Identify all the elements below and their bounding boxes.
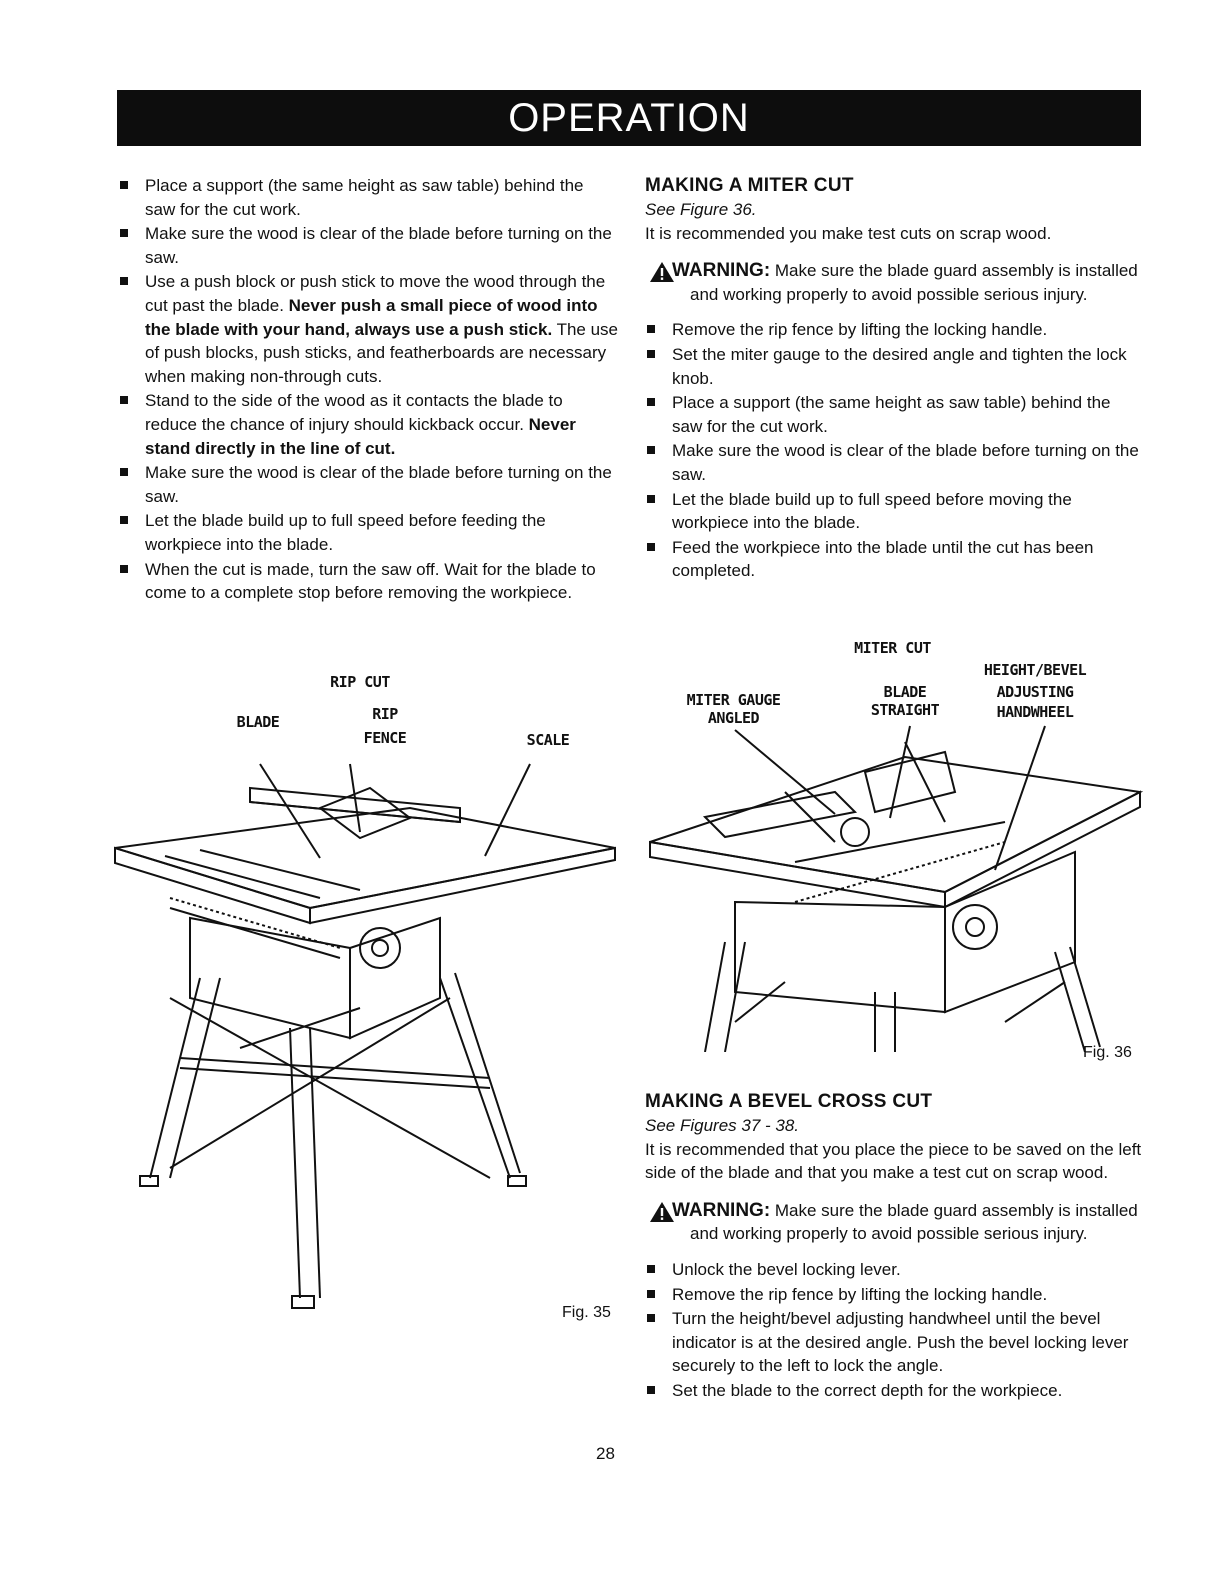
miter-warning: WARNING: Make sure the blade guard assem… <box>645 259 1145 306</box>
bevel-warning-text: Make sure the blade guard assembly is in… <box>690 1200 1138 1244</box>
fig35-label-scale: SCALE <box>526 731 570 749</box>
bevel-section-title: MAKING A BEVEL CROSS CUT <box>645 1091 933 1112</box>
miter-warning-text: Make sure the blade guard assembly is in… <box>690 261 1138 304</box>
fig36-label-height-bevel: HEIGHT/BEVEL <box>983 661 1087 679</box>
left-column: Place a support (the same height as saw … <box>118 174 618 606</box>
bevel-warning-label: WARNING: <box>672 1199 771 1221</box>
right-column: MAKING A MITER CUT See Figure 36. It is … <box>645 174 1145 584</box>
fig36-label-blade: BLADE <box>883 683 927 701</box>
warning-triangle-icon <box>650 1201 674 1222</box>
bevel-bullet-list: Unlock the bevel locking lever.Remove th… <box>645 1258 1145 1403</box>
bevel-section: MAKING A BEVEL CROSS CUT See Figures 37 … <box>645 1090 1145 1404</box>
bullet-text: Stand to the side of the wood as it cont… <box>145 391 563 434</box>
bullet-text: Use a push block or push stick to move t… <box>145 272 606 315</box>
left-bullet-item: Let the blade build up to full speed bef… <box>118 509 618 556</box>
fig35-title: RIP CUT <box>330 673 390 691</box>
left-bullet-item: Place a support (the same height as saw … <box>118 174 618 221</box>
fig36-number: Fig. 36 <box>1083 1044 1132 1061</box>
bevel-see-figures: See Figures 37 - 38. <box>645 1116 800 1135</box>
fig36-label-angled: ANGLED <box>707 709 760 727</box>
warning-triangle-icon <box>650 262 674 283</box>
fig35-label-blade: BLADE <box>236 713 280 731</box>
bullet-text: Make sure the wood is clear of the blade… <box>145 224 612 267</box>
miter-bullet-item: Place a support (the same height as saw … <box>645 391 1145 438</box>
fig35-number: Fig. 35 <box>562 1304 611 1321</box>
miter-see-figure: See Figure 36. <box>645 200 757 219</box>
miter-bullet-item: Make sure the wood is clear of the blade… <box>645 439 1145 486</box>
fig35-label-rip: RIP <box>372 705 398 723</box>
left-bullet-item: When the cut is made, turn the saw off. … <box>118 558 618 605</box>
bold-emphasis-text: Never push a small piece of wood into th… <box>145 295 598 339</box>
fig36-label-miter-gauge: MITER GAUGE <box>686 691 781 709</box>
bullet-text: Let the blade build up to full speed bef… <box>145 511 546 554</box>
fig35-rip-cut-illustration <box>114 763 616 1309</box>
miter-section-title: MAKING A MITER CUT <box>645 175 854 196</box>
bevel-bullet-item: Remove the rip fence by lifting the lock… <box>645 1283 1145 1307</box>
left-bullet-item: Use a push block or push stick to move t… <box>118 270 618 388</box>
page-number: 28 <box>596 1444 615 1463</box>
fig36-label-handwheel: HANDWHEEL <box>996 703 1074 721</box>
bullet-text: Make sure the wood is clear of the blade… <box>145 463 612 506</box>
miter-bullet-item: Remove the rip fence by lifting the lock… <box>645 318 1145 342</box>
bevel-bullet-item: Set the blade to the correct depth for t… <box>645 1379 1145 1403</box>
miter-bullet-item: Let the blade build up to full speed bef… <box>645 488 1145 535</box>
section-header-banner: OPERATION <box>117 90 1141 146</box>
bullet-text: When the cut is made, turn the saw off. … <box>145 559 596 603</box>
miter-warning-label: WARNING: <box>672 260 771 282</box>
bevel-bullet-item: Unlock the bevel locking lever. <box>645 1258 1145 1282</box>
left-bullet-item: Stand to the side of the wood as it cont… <box>118 389 618 460</box>
bold-emphasis-text: Never stand directly in the line of cut. <box>145 414 576 458</box>
bevel-warning: WARNING: Make sure the blade guard assem… <box>645 1199 1145 1246</box>
bullet-text: Place a support (the same height as saw … <box>145 176 584 219</box>
bullet-text: The use of push blocks, push sticks, and… <box>145 319 619 386</box>
miter-bullet-item: Feed the workpiece into the blade until … <box>645 536 1145 583</box>
left-bullet-list: Place a support (the same height as saw … <box>118 174 618 605</box>
miter-bullet-list: Remove the rip fence by lifting the lock… <box>645 318 1145 583</box>
miter-intro-text: It is recommended you make test cuts on … <box>645 223 1052 243</box>
fig36-label-adjusting: ADJUSTING <box>996 683 1074 701</box>
bevel-intro-text: It is recommended that you place the pie… <box>645 1139 1142 1183</box>
fig35-label-fence: FENCE <box>363 729 407 747</box>
miter-bullet-item: Set the miter gauge to the desired angle… <box>645 343 1145 390</box>
fig36-label-straight: STRAIGHT <box>870 701 940 719</box>
left-bullet-item: Make sure the wood is clear of the blade… <box>118 461 618 508</box>
fig36-title: MITER CUT <box>854 639 931 657</box>
left-bullet-item: Make sure the wood is clear of the blade… <box>118 222 618 269</box>
bevel-bullet-item: Turn the height/bevel adjusting handwhee… <box>645 1307 1145 1378</box>
fig36-miter-cut-illustration <box>649 725 1144 1052</box>
